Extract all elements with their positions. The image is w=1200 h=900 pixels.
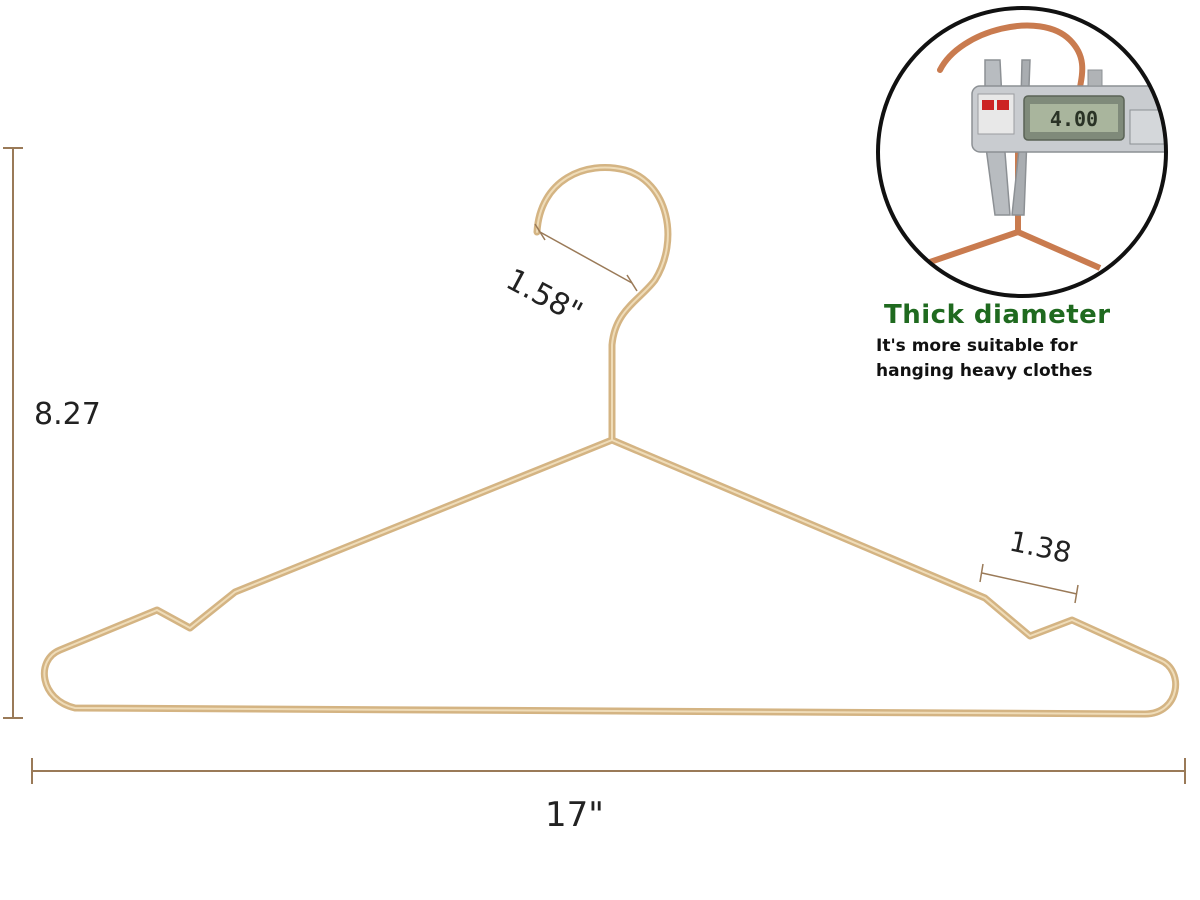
callout-line-2: hanging heavy clothes bbox=[876, 361, 1093, 381]
height-dimension bbox=[3, 147, 23, 719]
caliper-inset: 4.00 bbox=[876, 6, 1168, 298]
width-dimension bbox=[31, 758, 1186, 784]
inset-border bbox=[876, 6, 1168, 298]
callout-line-1: It's more suitable for bbox=[876, 336, 1078, 356]
hanger bbox=[41, 164, 1179, 718]
hook-dimension bbox=[534, 223, 638, 292]
hook-label: 1.58" bbox=[500, 262, 588, 331]
width-label: 17" bbox=[545, 795, 604, 835]
notch-label: 1.38 bbox=[1007, 525, 1075, 570]
notch-dimension bbox=[979, 563, 1079, 604]
thick-diameter-callout: Thick diameter It's more suitable for ha… bbox=[868, 300, 1158, 384]
caliper-reading: 4.00 bbox=[1050, 107, 1098, 131]
callout-title: Thick diameter bbox=[884, 300, 1111, 330]
height-label: 8.27 bbox=[34, 397, 101, 432]
